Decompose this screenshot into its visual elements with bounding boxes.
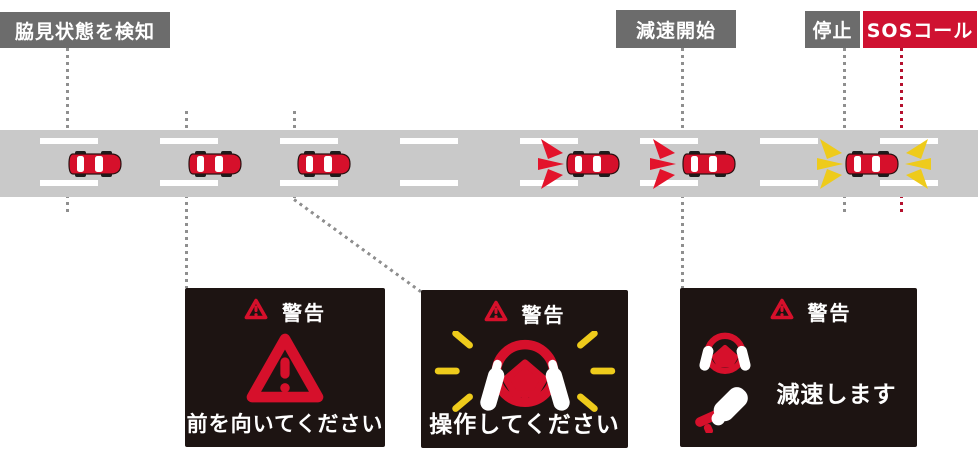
stage-label-sos-call: SOSコール: [863, 11, 977, 48]
car-icon: [681, 151, 737, 177]
lane-marking-top: [40, 138, 978, 144]
hazard-flash-icon: [817, 138, 845, 190]
brake-pedal-foot-icon: [693, 385, 757, 437]
warning-panel-face-forward: 警告 前を向いてください: [185, 288, 385, 447]
panel-header: 警告: [807, 301, 852, 325]
warning-panel-decelerating: 警告: [680, 288, 917, 447]
stage-label-lookaway-detected: 脇見状態を検知: [0, 12, 170, 48]
warning-panel-take-control: 警告: [421, 290, 628, 448]
car-icon: [67, 151, 123, 177]
warning-triangle-large-icon: [244, 331, 326, 405]
road: [0, 130, 978, 197]
panel-message: 前を向いてください: [186, 412, 384, 436]
warning-triangle-icon: [770, 298, 794, 325]
dotted-connector-panel-2-diagonal: [293, 198, 422, 293]
lane-marking-bottom: [40, 180, 978, 186]
steering-wheel-hands-icon: [690, 328, 760, 384]
panel-header: 警告: [521, 303, 566, 327]
stage-label-stop: 停止: [805, 11, 860, 48]
panel-header: 警告: [282, 301, 326, 325]
warning-triangle-icon: [244, 298, 268, 325]
panel-message: 減速します: [776, 381, 897, 408]
brake-flash-icon: [650, 138, 678, 190]
car-icon: [296, 151, 352, 177]
brake-flash-icon: [538, 138, 566, 190]
stage-label-deceleration-start: 減速開始: [616, 10, 736, 48]
car-icon: [187, 151, 243, 177]
hazard-flash-icon: [903, 138, 931, 190]
car-icon: [844, 151, 900, 177]
panel-message: 操作してください: [429, 412, 620, 438]
warning-triangle-icon: [484, 300, 508, 327]
car-icon: [565, 151, 621, 177]
dotted-connector-panel-1: [185, 111, 188, 288]
steering-wheel-hands-flashing-icon: [421, 331, 628, 412]
